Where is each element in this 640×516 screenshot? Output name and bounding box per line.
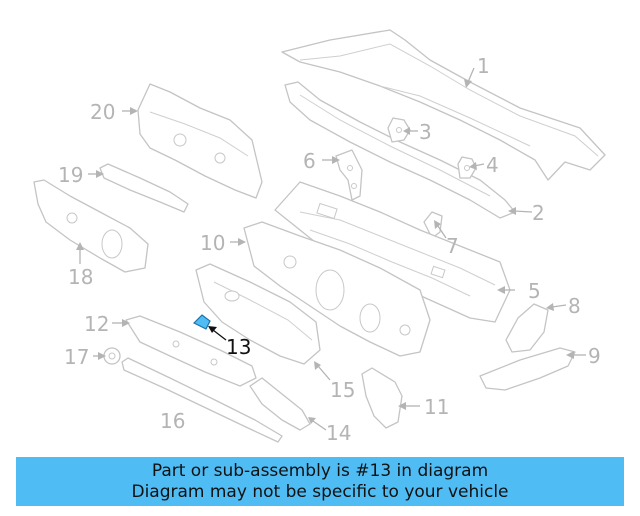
callout-6: 6 xyxy=(303,149,316,173)
callout-18: 18 xyxy=(68,265,94,289)
callout-11: 11 xyxy=(424,395,450,419)
part-6-bracket xyxy=(335,149,363,201)
callout-20: 20 xyxy=(90,100,116,124)
part-5-dash-panel xyxy=(274,181,511,323)
callout-13-selected[interactable]: 13 xyxy=(226,335,252,359)
banner-line-disclaimer: Diagram may not be specific to your vehi… xyxy=(131,481,509,502)
callout-7: 7 xyxy=(446,234,459,258)
callout-17: 17 xyxy=(64,345,90,369)
part-15-inner-dash xyxy=(195,263,321,365)
callout-15: 15 xyxy=(330,378,356,402)
part-17-grommet xyxy=(103,347,121,365)
callout-16: 16 xyxy=(160,409,186,433)
part-4-bracket xyxy=(457,156,477,179)
callout-10: 10 xyxy=(200,231,226,255)
banner-line-part: Part or sub-assembly is #13 in diagram xyxy=(151,460,489,481)
callout-8: 8 xyxy=(568,294,581,318)
part-13-clip[interactable] xyxy=(192,314,211,330)
part-11-side-cover xyxy=(361,367,403,429)
callout-12: 12 xyxy=(84,312,110,336)
part-10-insulator xyxy=(243,221,431,357)
callout-9: 9 xyxy=(588,344,601,368)
leader-arrows xyxy=(76,67,586,431)
part-18-side-panel xyxy=(33,179,149,273)
part-12-lower-crossmember xyxy=(125,315,257,387)
callout-2: 2 xyxy=(532,201,545,225)
part-9-lower-rail xyxy=(479,347,576,391)
callout-19: 19 xyxy=(58,163,84,187)
part-14-lower-bracket xyxy=(249,377,311,431)
callout-4: 4 xyxy=(486,153,499,177)
callout-1: 1 xyxy=(477,54,490,78)
callout-5: 5 xyxy=(528,279,541,303)
part-19-strip xyxy=(99,163,189,213)
part-16-rail xyxy=(121,357,283,443)
part-8-bracket xyxy=(505,303,549,353)
callout-3: 3 xyxy=(419,120,432,144)
part-1-cowl-top xyxy=(281,29,606,181)
info-banner: Part or sub-assembly is #13 in diagram D… xyxy=(16,457,624,506)
callout-14: 14 xyxy=(326,421,352,445)
part-20-side-panel xyxy=(137,83,263,199)
